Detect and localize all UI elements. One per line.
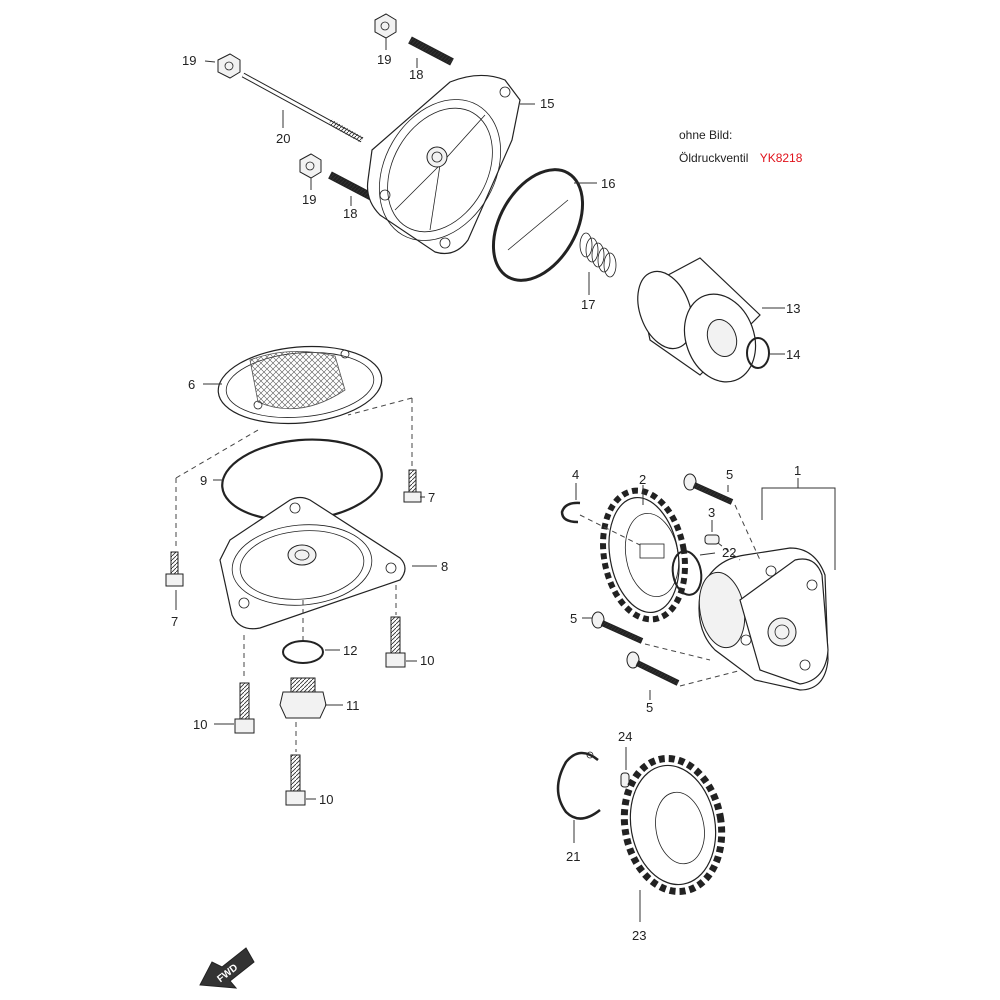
callout-7: 7 xyxy=(171,614,178,629)
callout-19: 19 xyxy=(377,52,391,67)
nut-part-19-c xyxy=(299,153,322,179)
small-o-ring-part-14 xyxy=(746,337,770,369)
callout-19: 19 xyxy=(302,192,316,207)
callout-19: 19 xyxy=(182,53,196,68)
callout-labels: 19 19 18 20 15 19 18 16 17 13 14 6 9 7 7… xyxy=(171,52,801,943)
callout-10: 10 xyxy=(420,653,434,668)
long-stud-part-20 xyxy=(241,72,364,143)
callout-10: 10 xyxy=(193,717,207,732)
bolt-part-5-c xyxy=(626,651,680,686)
circlip-part-4 xyxy=(560,501,581,524)
callout-4: 4 xyxy=(572,467,579,482)
o-ring-part-16 xyxy=(491,168,585,282)
callout-10: 10 xyxy=(319,792,333,807)
bolt-part-10-a xyxy=(385,616,406,668)
callout-2: 2 xyxy=(639,472,646,487)
callout-7: 7 xyxy=(428,490,435,505)
washer-part-12 xyxy=(282,640,324,664)
callout-18: 18 xyxy=(409,67,423,82)
callout-21: 21 xyxy=(566,849,580,864)
callout-6: 6 xyxy=(188,377,195,392)
assembly-lines-right xyxy=(579,504,761,687)
callout-13: 13 xyxy=(786,301,800,316)
note-line-1: ohne Bild: xyxy=(679,128,733,142)
bolt-part-5-b xyxy=(591,611,644,644)
bolt-part-7-a xyxy=(403,469,422,503)
callout-23: 23 xyxy=(632,928,646,943)
callout-18: 18 xyxy=(343,206,357,221)
callout-17: 17 xyxy=(581,297,595,312)
leader-lines xyxy=(175,38,836,922)
callout-24: 24 xyxy=(618,729,632,744)
filter-cover-part-15 xyxy=(366,74,521,255)
fwd-arrow: FWD xyxy=(199,947,255,989)
callout-11: 11 xyxy=(346,698,360,713)
callout-15: 15 xyxy=(540,96,554,111)
nut-part-19-b xyxy=(374,13,397,39)
pin-part-3 xyxy=(704,534,720,545)
assembly-lines-left xyxy=(175,397,413,752)
drive-gear-part-23 xyxy=(620,754,726,896)
pump-gear-part-2 xyxy=(600,487,688,623)
nut-part-19-a xyxy=(217,53,241,79)
callout-22: 22 xyxy=(722,545,736,560)
note-part-code: YK8218 xyxy=(759,151,803,165)
circlip-part-21 xyxy=(556,751,601,820)
callout-14: 14 xyxy=(786,347,800,362)
spring-part-17 xyxy=(579,232,617,278)
strainer-screen-part-6 xyxy=(217,345,383,425)
pin-part-24 xyxy=(620,772,630,788)
callout-5: 5 xyxy=(646,700,653,715)
drain-plug-part-11 xyxy=(279,677,327,719)
stud-part-18-a xyxy=(408,36,454,66)
bolt-part-5-a xyxy=(683,473,734,505)
bolt-part-10-c xyxy=(285,754,306,806)
callout-9: 9 xyxy=(200,473,207,488)
callout-1: 1 xyxy=(794,463,801,478)
bolt-part-7-b xyxy=(165,551,184,587)
note-line-2: Öldruckventil YK8218 xyxy=(679,151,802,165)
callout-5: 5 xyxy=(726,467,733,482)
callout-8: 8 xyxy=(441,559,448,574)
oil-pump-assembly-part-1 xyxy=(698,547,829,691)
bolt-part-10-b xyxy=(234,682,255,734)
oil-filter-part-13 xyxy=(637,257,761,383)
callout-12: 12 xyxy=(343,643,357,658)
callout-5: 5 xyxy=(570,611,577,626)
callout-20: 20 xyxy=(276,131,290,146)
note-part-label: Öldruckventil xyxy=(679,151,749,165)
stud-part-18-b xyxy=(328,171,374,201)
strainer-cover-part-8 xyxy=(219,496,406,630)
washer-part-22 xyxy=(671,550,703,596)
callout-16: 16 xyxy=(601,176,615,191)
callout-3: 3 xyxy=(708,505,715,520)
